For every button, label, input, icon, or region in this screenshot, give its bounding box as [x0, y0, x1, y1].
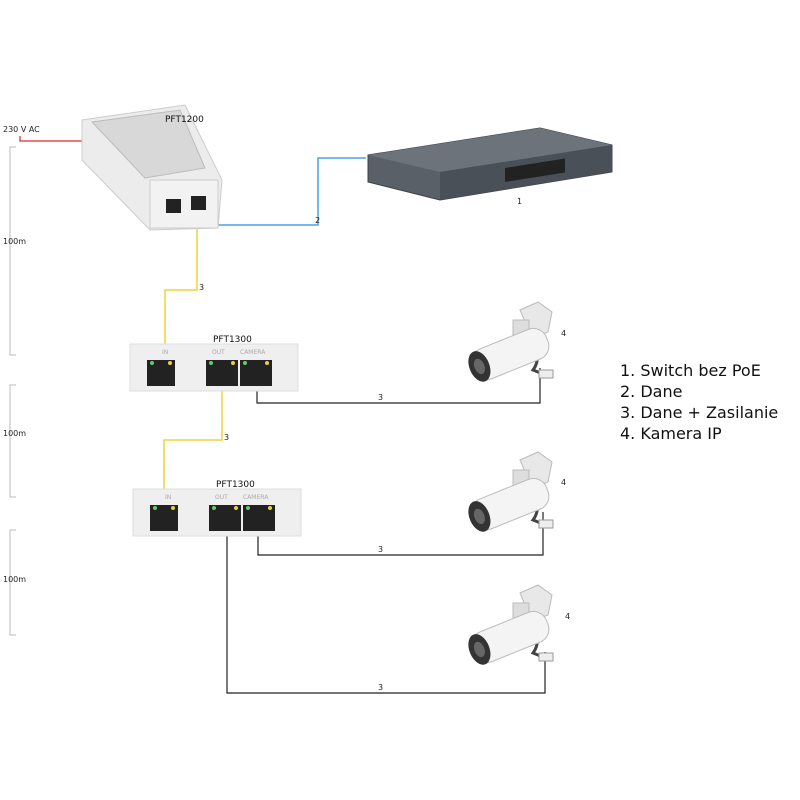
port-label: IN [165, 494, 171, 501]
splitter-name: PFT1300 [216, 480, 255, 490]
legend-item: 2. Dane [620, 382, 683, 401]
poe-splitter [129, 343, 299, 392]
marker-3: 3 [199, 283, 204, 292]
distance-label: 100m [3, 429, 26, 438]
port-label: CAMERA [243, 494, 269, 501]
ip-camera [462, 300, 555, 387]
poe-cable [164, 212, 198, 345]
legend: 1. Switch bez PoE 2. Dane 3. Dane + Zasi… [620, 360, 778, 444]
power-label: 230 V AC [3, 125, 40, 134]
distance-markers [9, 146, 16, 636]
legend-item: 3. Dane + Zasilanie [620, 403, 779, 422]
network-switch [367, 127, 613, 201]
marker-3: 3 [378, 545, 383, 554]
marker-4: 4 [561, 478, 566, 487]
port-label: OUT [215, 494, 228, 501]
marker-2: 2 [315, 216, 320, 225]
camera-cable [226, 535, 546, 694]
distance-label: 100m [3, 237, 26, 246]
poe-splitter [132, 488, 302, 537]
port-label: CAMERA [240, 349, 266, 356]
marker-4: 4 [565, 612, 570, 621]
distance-label: 100m [3, 575, 26, 584]
ip-camera [462, 450, 555, 537]
camera-cable [256, 368, 541, 404]
power-cable [19, 136, 82, 142]
marker-3: 3 [378, 683, 383, 692]
port-label: OUT [212, 349, 225, 356]
marker-4: 4 [561, 329, 566, 338]
camera-cable [257, 512, 544, 556]
poe-injector [81, 104, 223, 231]
marker-3: 3 [224, 433, 229, 442]
splitter-name: PFT1300 [213, 335, 252, 345]
marker-3: 3 [378, 393, 383, 402]
legend-item: 4. Kamera IP [620, 424, 722, 443]
ip-camera [462, 583, 555, 670]
legend-item: 1. Switch bez PoE [620, 361, 761, 380]
poe-cable [163, 390, 223, 490]
port-label: IN [162, 349, 168, 356]
injector-name: PFT1200 [165, 115, 204, 125]
marker-1: 1 [517, 197, 522, 206]
